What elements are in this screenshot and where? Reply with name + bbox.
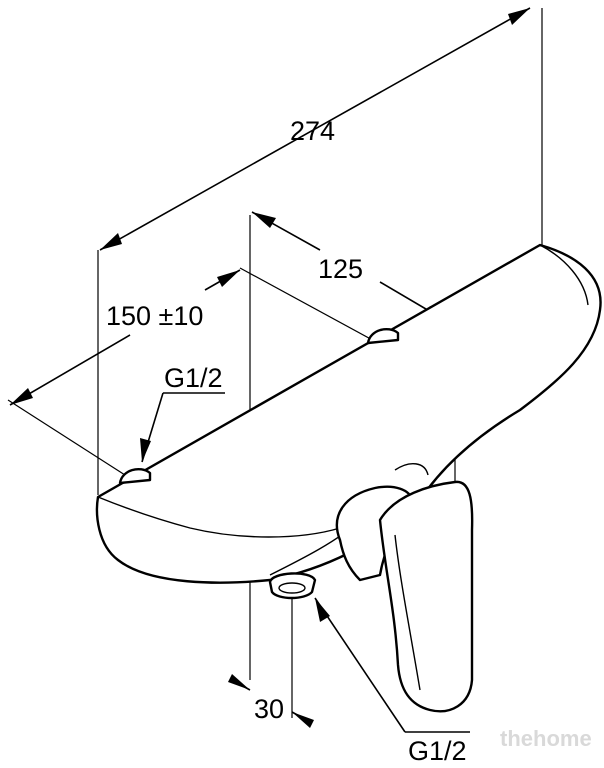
dim-274-label: 274 [290, 116, 335, 146]
dim-30-label: 30 [254, 694, 284, 724]
dimension-150: 150 ±10 [9, 269, 241, 406]
g12-inlet-label: G1/2 [164, 363, 223, 393]
lever-handle [335, 463, 474, 713]
dimension-30: 30 [228, 674, 314, 728]
dimension-274: 274 [99, 7, 531, 251]
g12-outlet-label: G1/2 [408, 736, 467, 766]
dim-150-label: 150 ±10 [106, 301, 203, 331]
outlet [268, 572, 317, 600]
leader-g12-outlet: G1/2 [314, 597, 470, 766]
leader-g12-inlet: G1/2 [140, 363, 225, 463]
inlet-stubs [118, 328, 400, 485]
watermark: thehome [500, 726, 592, 751]
dimension-125: 125 [251, 211, 449, 323]
dim-125-label: 125 [318, 254, 363, 284]
